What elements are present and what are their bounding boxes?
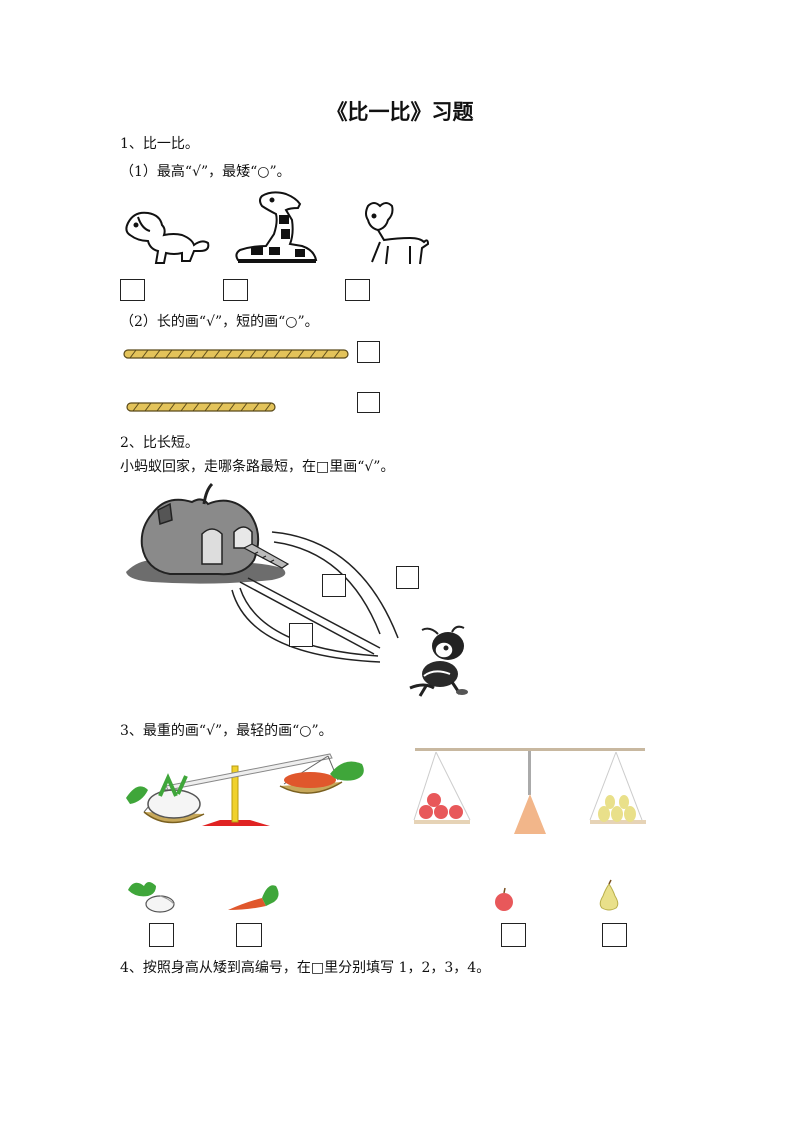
apple-icon — [495, 887, 513, 911]
answer-box-short-rope[interactable] — [357, 392, 380, 413]
answer-box-pear[interactable] — [602, 923, 627, 947]
deer-drawing-icon — [365, 202, 430, 265]
long-rope-icon — [123, 349, 349, 359]
answer-box-lower-path[interactable] — [289, 623, 313, 647]
answer-box-middle-path[interactable] — [322, 574, 346, 597]
page-title: 《比一比》习题 — [326, 99, 474, 124]
balance-scale-right-icon — [413, 748, 646, 834]
apple-house-icon — [126, 482, 290, 584]
ant-icon — [409, 625, 468, 697]
answer-box-carrot[interactable] — [236, 923, 262, 947]
answer-box-dog[interactable] — [120, 279, 145, 301]
balance-scale-left-icon — [126, 753, 364, 826]
answer-box-deer[interactable] — [345, 279, 370, 301]
dog-drawing-icon — [125, 211, 210, 264]
answer-box-giraffe[interactable] — [223, 279, 248, 301]
answer-box-long-rope[interactable] — [357, 341, 380, 363]
q2-heading: 2、比长短。 — [120, 435, 199, 451]
q1-heading: 1、比一比。 — [120, 136, 199, 152]
short-rope-icon — [126, 402, 276, 412]
answer-box-upper-path[interactable] — [396, 566, 419, 589]
pear-icon — [599, 879, 619, 911]
paths-diagram — [231, 531, 399, 663]
q3-heading: 3、最重的画“√”，最轻的画“○”。 — [120, 723, 333, 739]
carrot-icon — [228, 885, 279, 910]
q1-part1-instruction: （1）最高“√”，最矮“○”。 — [120, 164, 291, 180]
q2-instruction: 小蚂蚁回家，走哪条路最短，在□里画“√”。 — [120, 459, 395, 475]
radish-icon — [128, 882, 175, 913]
answer-box-apple[interactable] — [501, 923, 526, 947]
q1-part2-instruction: （2）长的画“√”，短的画“○”。 — [120, 314, 319, 330]
answer-box-radish[interactable] — [149, 923, 174, 947]
q4-heading: 4、按照身高从矮到高编号，在□里分别填写 1，2，3，4。 — [120, 960, 491, 976]
giraffe-drawing-icon — [235, 191, 318, 263]
